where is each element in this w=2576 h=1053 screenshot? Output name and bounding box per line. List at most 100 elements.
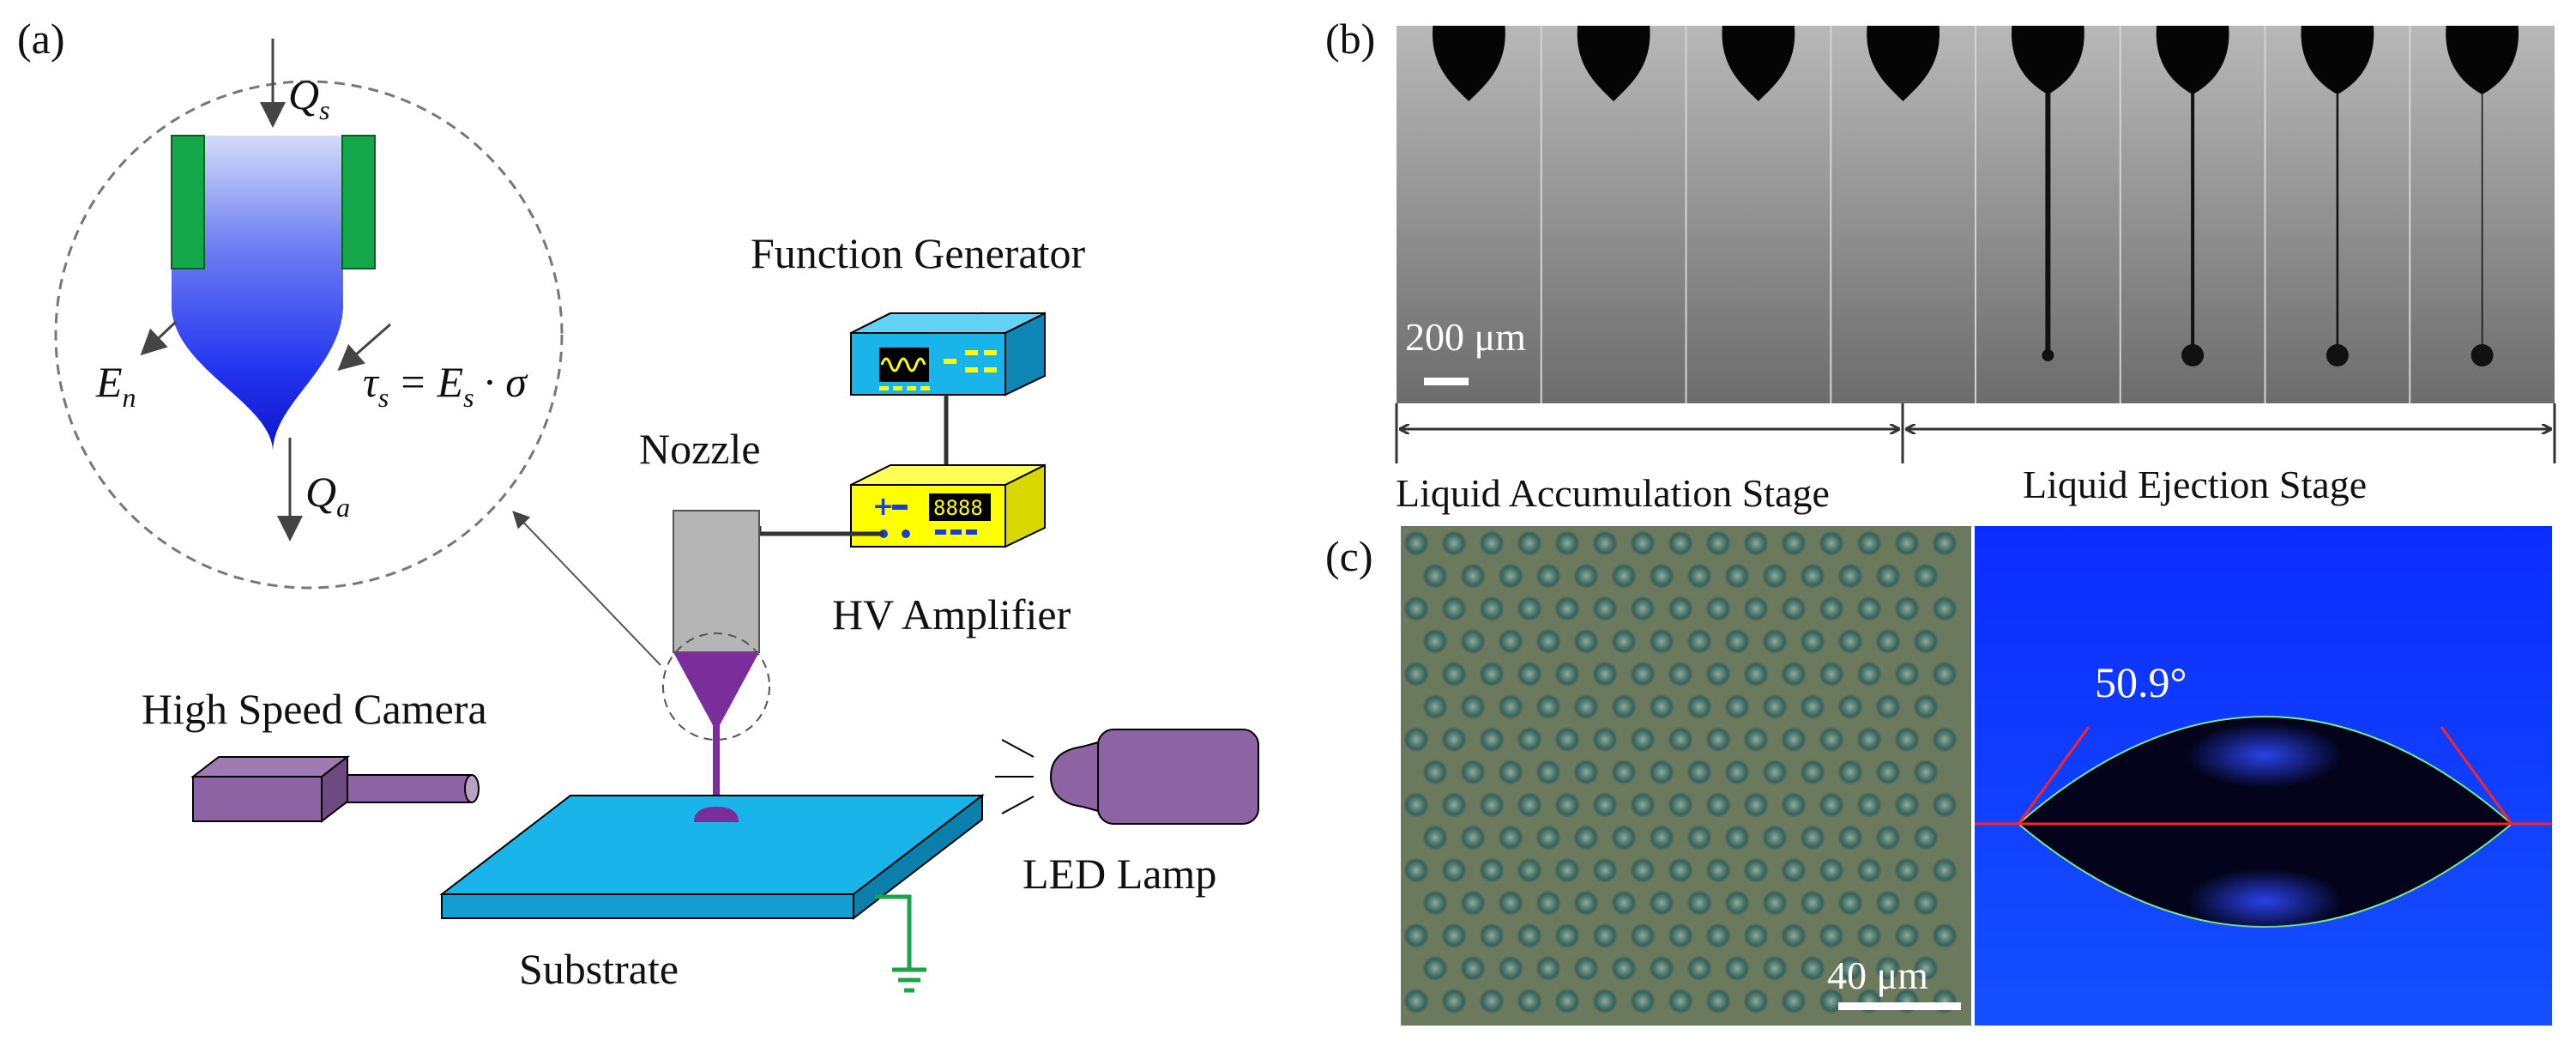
dot	[1479, 857, 1505, 884]
dot	[1535, 693, 1561, 720]
dot	[1517, 726, 1542, 753]
dot	[1686, 955, 1712, 982]
droplet-reflection-top	[2187, 723, 2342, 788]
dot	[1932, 661, 1958, 687]
dot	[1479, 923, 1505, 949]
dot	[1630, 988, 1656, 1014]
dot	[1517, 530, 1542, 556]
function-generator-label: Function Generator	[751, 229, 1086, 277]
dot	[1686, 890, 1712, 917]
dot	[1535, 563, 1561, 590]
dot	[1762, 955, 1788, 982]
tangent-right	[2440, 726, 2513, 825]
dot	[1535, 759, 1561, 785]
contact-angle-label: 50.9°	[2095, 658, 2187, 706]
dot	[1724, 563, 1750, 590]
dot	[1781, 661, 1807, 687]
led-lamp	[995, 729, 1259, 825]
dot	[1535, 628, 1561, 655]
dot	[1403, 726, 1429, 753]
dot	[1649, 890, 1674, 917]
dot	[1819, 923, 1844, 949]
dot	[1686, 563, 1712, 590]
dot	[1705, 530, 1731, 556]
dot	[1403, 857, 1429, 884]
dot	[1630, 791, 1656, 818]
dot	[1856, 791, 1882, 818]
dot	[1649, 759, 1674, 785]
dot	[1668, 726, 1693, 753]
taylor-cone	[673, 652, 759, 725]
dot	[1705, 726, 1731, 753]
dot	[1422, 824, 1448, 850]
dot	[1837, 824, 1863, 850]
dot	[1743, 988, 1769, 1014]
dot	[1611, 824, 1637, 850]
dot	[1422, 955, 1448, 982]
dot	[1403, 923, 1429, 949]
panel-b-label: (b)	[1325, 15, 1375, 63]
dot	[1403, 988, 1429, 1014]
normal-field-label: En	[95, 358, 136, 413]
substrate	[439, 793, 985, 921]
dot	[1498, 563, 1523, 590]
ejected-droplet	[2326, 344, 2349, 366]
dot	[1573, 693, 1599, 720]
dot	[1441, 791, 1467, 818]
dot	[1649, 563, 1674, 590]
panel-b-scale-text: 200 μm	[1405, 315, 1526, 359]
dot	[1686, 759, 1712, 785]
dot	[1668, 661, 1693, 687]
dot	[1649, 628, 1674, 655]
dot	[1837, 563, 1863, 590]
dot	[1630, 596, 1656, 622]
dot	[1856, 596, 1882, 622]
inset-leader-arrow	[512, 511, 661, 666]
dot	[1460, 890, 1486, 917]
dot	[1573, 890, 1599, 917]
dot	[1517, 661, 1542, 687]
dot	[1762, 824, 1788, 850]
jet-frames	[1432, 26, 2519, 403]
dot	[1762, 563, 1788, 590]
dot	[1517, 923, 1542, 949]
dot	[1724, 890, 1750, 917]
dot	[1686, 824, 1712, 850]
dot	[1649, 693, 1674, 720]
nozzle-label: Nozzle	[639, 425, 761, 473]
dot	[1705, 988, 1731, 1014]
dot	[1554, 791, 1580, 818]
dot	[1932, 726, 1958, 753]
dot	[1800, 759, 1825, 785]
panel-c: (c) 40 μm 50.9°	[1325, 526, 2552, 1026]
dot	[1630, 857, 1656, 884]
dot	[1403, 661, 1429, 687]
dot	[1592, 661, 1618, 687]
dot	[1422, 890, 1448, 917]
dot	[1781, 988, 1807, 1014]
high-speed-camera-label: High Speed Camera	[142, 685, 487, 733]
dot	[1781, 726, 1807, 753]
droplet-reflection-bottom	[2187, 868, 2342, 934]
dot	[1819, 530, 1844, 556]
dot	[1800, 955, 1825, 982]
dot	[1422, 628, 1448, 655]
dot	[1668, 988, 1693, 1014]
dot	[1743, 661, 1769, 687]
dot	[1668, 791, 1693, 818]
dot	[1592, 857, 1618, 884]
dot	[1932, 530, 1958, 556]
dot	[1573, 628, 1599, 655]
dot	[1668, 596, 1693, 622]
stress-equation: τs=Es·σ	[363, 358, 528, 413]
dot	[1932, 857, 1958, 884]
dot	[1837, 628, 1863, 655]
dot	[1592, 530, 1618, 556]
dot	[1498, 693, 1523, 720]
dot	[1441, 530, 1467, 556]
dot	[1498, 890, 1523, 917]
deposited-droplet	[694, 807, 739, 822]
meniscus-frame	[2011, 26, 2084, 94]
dot	[1819, 988, 1844, 1014]
